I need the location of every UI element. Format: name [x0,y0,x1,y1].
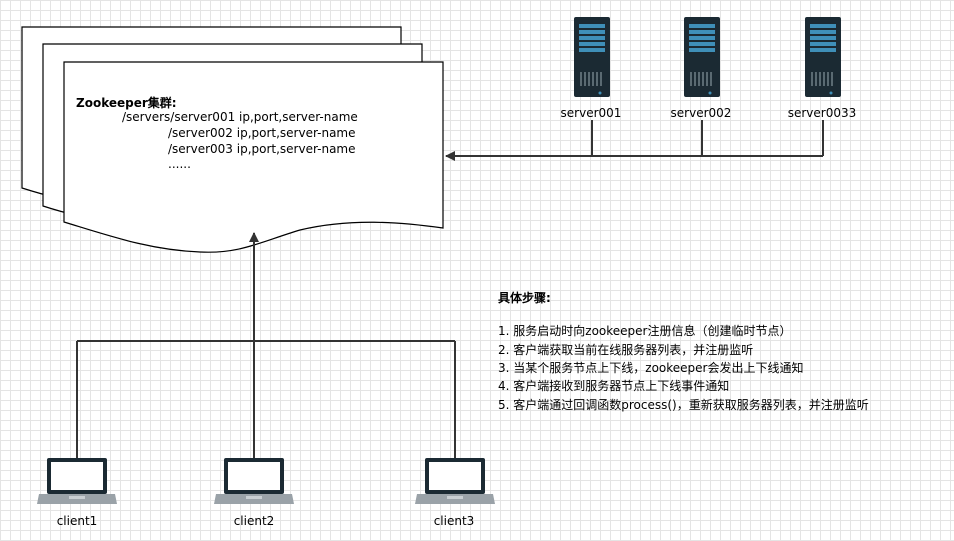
client-label: client1 [56,514,98,528]
server-icon [805,17,841,97]
server-label: server001 [560,106,622,120]
step-item: 4. 客户端接收到服务器节点上下线事件通知 [498,379,730,393]
server-label: server0033 [787,106,857,120]
laptop-icon [37,458,117,504]
zookeeper-node-line: ...... [168,157,191,171]
zookeeper-node-line: /server003 ip,port,server-name [168,142,356,156]
server-connectors [445,120,824,161]
step-item: 3. 当某个服务节点上下线，zookeeper会发出上下线通知 [498,361,804,375]
server-icon [684,17,720,97]
zookeeper-node-line: /server002 ip,port,server-name [168,126,356,140]
server-icon [574,17,610,97]
laptop-icon [415,458,495,504]
zookeeper-node-line: /servers/server001 ip,port,server-name [122,110,358,124]
client-label: client2 [233,514,275,528]
step-item: 1. 服务启动时向zookeeper注册信息（创建临时节点） [498,324,792,338]
client-label: client3 [433,514,475,528]
zookeeper-document-front [63,61,444,253]
step-item: 5. 客户端通过回调函数process()，重新获取服务器列表，并注册监听 [498,398,869,412]
client-connectors [76,232,456,458]
server-label: server002 [670,106,732,120]
step-item: 2. 客户端获取当前在线服务器列表，并注册监听 [498,343,754,357]
zookeeper-title: Zookeeper集群: [76,96,177,110]
laptop-icon [214,458,294,504]
steps-title: 具体步骤: [498,291,551,305]
